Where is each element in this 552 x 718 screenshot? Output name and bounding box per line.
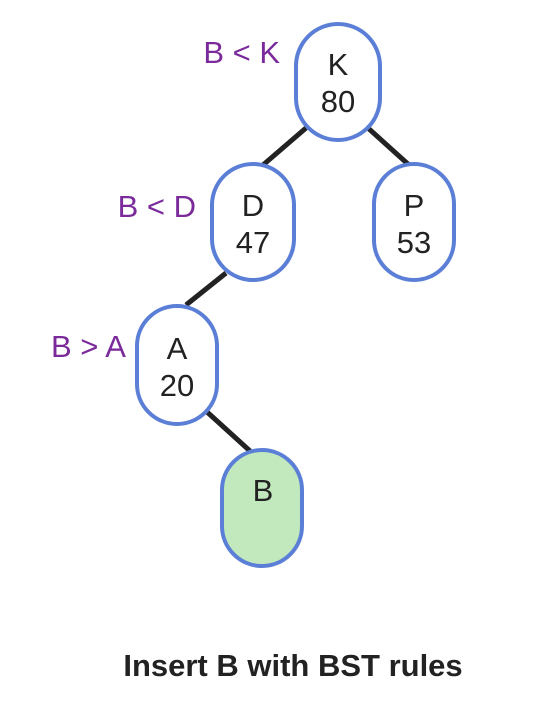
node-d-key: D xyxy=(242,188,264,223)
node-p: P 53 xyxy=(372,162,456,282)
node-p-shape xyxy=(372,162,456,282)
edge-d-a xyxy=(184,271,228,307)
node-d-shape xyxy=(210,162,296,282)
edges xyxy=(184,126,411,453)
node-k-value: 80 xyxy=(321,84,355,119)
node-b-inserted: B xyxy=(220,448,304,568)
node-d: D 47 xyxy=(210,162,296,282)
node-a: A 20 xyxy=(135,304,219,426)
node-b-shape xyxy=(220,448,304,568)
node-p-key: P xyxy=(404,188,425,223)
edge-k-d xyxy=(261,126,308,167)
node-k-shape xyxy=(294,22,382,142)
node-k: K 80 xyxy=(294,22,382,142)
node-b-key: B xyxy=(253,473,274,508)
node-a-value: 20 xyxy=(160,368,194,403)
node-k-key: K xyxy=(328,47,349,82)
comparison-label-a: B > A xyxy=(51,329,126,364)
edge-k-p xyxy=(366,126,411,167)
node-a-shape xyxy=(135,304,219,426)
diagram-caption: Insert B with BST rules xyxy=(123,648,463,683)
node-a-key: A xyxy=(167,331,188,366)
edge-a-b xyxy=(204,409,252,453)
comparison-label-k: B < K xyxy=(203,35,280,70)
node-d-value: 47 xyxy=(236,225,270,260)
node-p-value: 53 xyxy=(397,225,431,260)
comparison-label-d: B < D xyxy=(118,189,196,224)
